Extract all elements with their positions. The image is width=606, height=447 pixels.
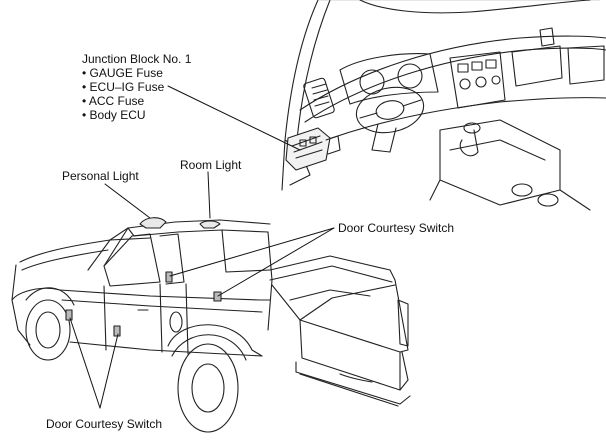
door-courtesy-switch-label-bottom: Door Courtesy Switch [46,417,163,431]
junction-block-callout: Junction Block No. 1 GAUGE Fuse ECU–IG F… [82,52,191,122]
room-light-label: Room Light [180,158,242,172]
dashboard-view [281,0,606,211]
junction-block-item: GAUGE Fuse [82,66,191,80]
leader-lines [69,85,335,409]
door-courtesy-switch-label-right: Door Courtesy Switch [338,221,455,235]
junction-block-item: ECU–IG Fuse [82,80,191,94]
personal-light-label: Personal Light [62,169,139,183]
junction-block-item: Body ECU [82,108,191,122]
pickup-truck [11,217,411,433]
junction-block-title: Junction Block No. 1 [82,52,192,66]
junction-block-item: ACC Fuse [82,94,191,108]
junction-block-items: GAUGE Fuse ECU–IG Fuse ACC Fuse Body ECU [82,66,191,122]
junction-block-part [285,127,341,171]
